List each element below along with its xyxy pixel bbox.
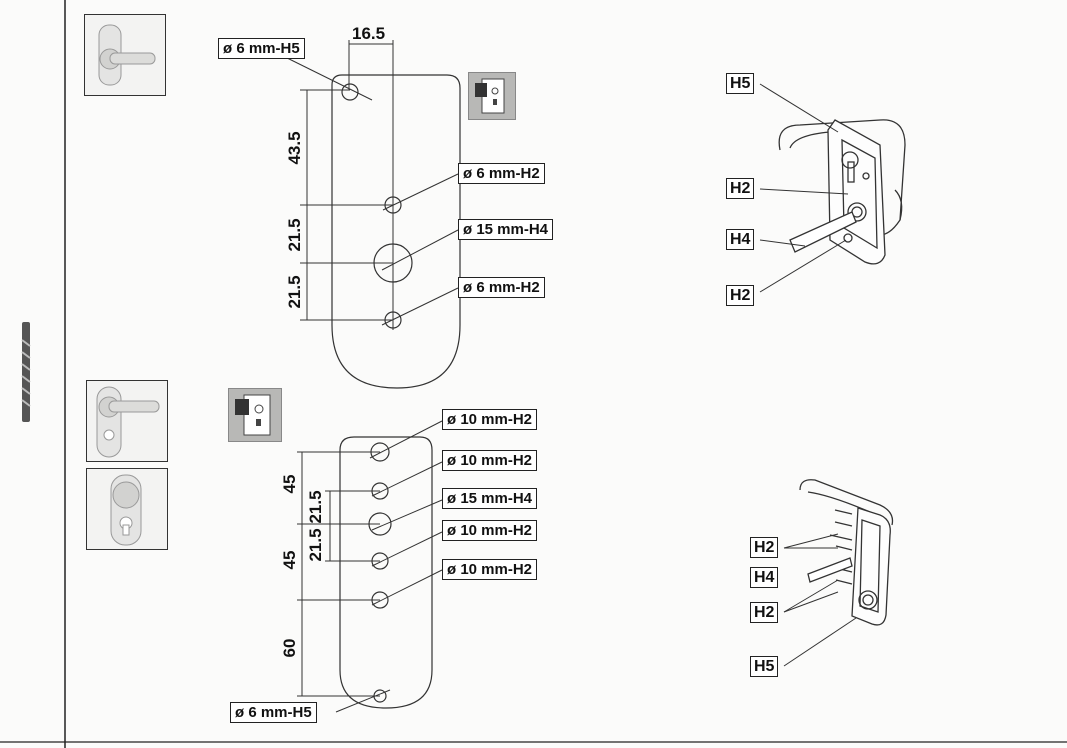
drill-bit-icon	[21, 322, 31, 422]
top-callout-h5: H5	[726, 73, 755, 94]
bottom-hole-4-label: ø 10 mm-H2	[442, 520, 538, 541]
bottom-callout-h2-b: H2	[750, 602, 779, 623]
top-hole-h2-b-label: ø 6 mm-H2	[458, 277, 545, 298]
bottom-dimension-outer-2: 45	[280, 550, 299, 570]
top-dimension-3: 21.5	[285, 275, 304, 309]
leader	[759, 188, 849, 195]
bottom-callout-h5: H5	[750, 656, 779, 677]
bottom-hole-6-label: ø 6 mm-H5	[230, 702, 317, 723]
leader	[369, 420, 443, 459]
mortise-lock-icon	[228, 388, 282, 442]
bottom-hole-1-label: ø 10 mm-H2	[442, 409, 538, 430]
leader	[371, 499, 443, 531]
bottom-callout-h4: H4	[750, 567, 779, 588]
door-handle-short-plate-icon	[84, 14, 166, 96]
bottom-callout-h2-a: H2	[750, 537, 779, 558]
leader	[783, 617, 857, 667]
door-knob-plate-icon	[86, 468, 168, 550]
top-hole-h4-label: ø 15 mm-H4	[458, 219, 554, 240]
bottom-dimension-outer-1: 45	[280, 474, 299, 494]
top-callout-h4: H4	[726, 229, 755, 250]
top-dimension-1: 43.5	[285, 131, 304, 165]
leader	[371, 569, 443, 606]
bottom-hole-2-label: ø 10 mm-H2	[442, 450, 538, 471]
bottom-template-outline	[339, 436, 433, 709]
bottom-handle-assembly-illustration	[799, 479, 894, 626]
leader	[274, 51, 373, 101]
door-handle-long-plate-icon	[86, 380, 168, 462]
top-hole-h5	[341, 83, 359, 101]
mortise-lock-icon	[468, 72, 516, 120]
top-dimension-2: 21.5	[285, 218, 304, 252]
leader	[783, 579, 839, 613]
top-offset-dimension: 16.5	[352, 24, 386, 43]
leader	[382, 173, 459, 211]
leader	[335, 689, 391, 713]
leader	[371, 531, 443, 567]
leader	[783, 591, 839, 613]
bottom-dimension-outer-3: 60	[280, 638, 299, 658]
bottom-hole-3-label: ø 15 mm-H4	[442, 488, 538, 509]
top-hole-h2-a-label: ø 6 mm-H2	[458, 163, 545, 184]
top-handle-assembly-illustration	[778, 119, 906, 265]
bottom-dimension-inner-2: 21.5	[306, 528, 325, 562]
leader	[759, 239, 806, 247]
top-template-outline	[331, 74, 461, 389]
leader	[371, 461, 443, 497]
leader	[759, 83, 839, 133]
top-hole-h5-label: ø 6 mm-H5	[218, 38, 305, 59]
top-callout-h2-a: H2	[726, 178, 755, 199]
bottom-hole-5-label: ø 10 mm-H2	[442, 559, 538, 580]
top-callout-h2-b: H2	[726, 285, 755, 306]
leader	[381, 287, 459, 326]
leader	[783, 533, 839, 549]
leader	[381, 229, 459, 271]
leader	[759, 239, 847, 293]
